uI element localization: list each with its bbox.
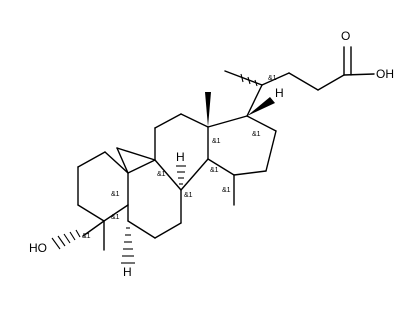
stereo-label: &1 xyxy=(111,191,120,198)
hash-methyl-c20 xyxy=(240,73,258,87)
hash-hydroxyl-c3 xyxy=(51,229,81,250)
hash-h-c8 xyxy=(176,165,186,185)
stereo-label: &1 xyxy=(252,131,261,138)
atom-hydroxyl-acid: OH xyxy=(376,67,394,81)
substituent-bonds xyxy=(82,46,375,251)
stereo-label: &1 xyxy=(157,171,166,178)
stereo-label: &1 xyxy=(222,187,231,194)
stereo-label: &1 xyxy=(268,75,277,82)
wedge-bonds xyxy=(205,92,275,127)
stereo-label: &1 xyxy=(210,167,219,174)
stereo-label: &1 xyxy=(212,138,221,145)
stereo-label: &1 xyxy=(111,214,120,221)
wedge-methyl-c14 xyxy=(205,92,211,127)
atom-hydrogen-c17: H xyxy=(275,86,284,100)
stereo-label: &1 xyxy=(82,233,91,240)
ring-bonds xyxy=(77,113,277,239)
stereo-label: &1 xyxy=(184,192,193,199)
atom-oxygen-carbonyl: O xyxy=(341,29,350,43)
atom-hydrogen-c8: H xyxy=(176,150,185,164)
atom-hydroxyl-ring: HO xyxy=(29,241,47,255)
atom-labels: O OH HO H H H xyxy=(29,29,394,279)
atom-hydrogen-c5: H xyxy=(123,265,132,279)
hash-h-c5 xyxy=(121,227,135,264)
stereo-labels: &1 &1 &1 &1 &1 &1 &1 &1 &1 &1 xyxy=(82,75,277,240)
hashed-bonds xyxy=(51,73,258,264)
wedge-h-c17 xyxy=(247,97,275,116)
